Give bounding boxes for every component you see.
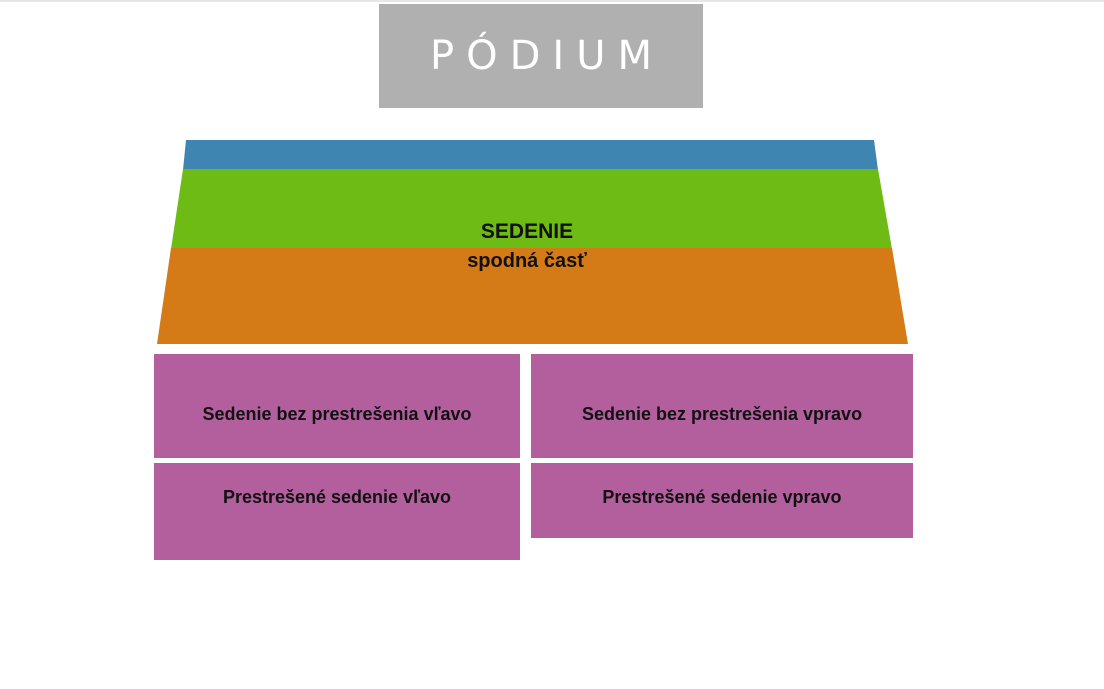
seating-band-green[interactable]	[171, 169, 892, 249]
seating-title: SEDENIE	[480, 220, 574, 243]
section-right-uncovered-label: Sedenie bez prestrešenia vpravo	[581, 404, 863, 424]
section-left-roofed-label: Prestrešené sedenie vľavo	[222, 487, 452, 507]
seating-subtitle: spodná časť	[467, 250, 587, 272]
seating-band-orange[interactable]	[157, 248, 908, 344]
section-left-uncovered[interactable]: Sedenie bez prestrešenia vľavo	[154, 354, 520, 458]
section-left-roofed[interactable]: Prestrešené sedenie vľavo	[154, 463, 520, 560]
section-right-roofed-label: Prestrešené sedenie vpravo	[602, 487, 842, 507]
seating-band-blue[interactable]	[183, 140, 878, 170]
section-right-roofed[interactable]: Prestrešené sedenie vpravo	[531, 463, 913, 538]
section-right-uncovered[interactable]: Sedenie bez prestrešenia vpravo	[531, 354, 913, 458]
top-border-line	[0, 0, 1104, 2]
podium-label: PÓDIUM	[430, 33, 664, 79]
podium-block[interactable]: PÓDIUM	[379, 4, 703, 108]
section-left-uncovered-label: Sedenie bez prestrešenia vľavo	[202, 404, 472, 424]
